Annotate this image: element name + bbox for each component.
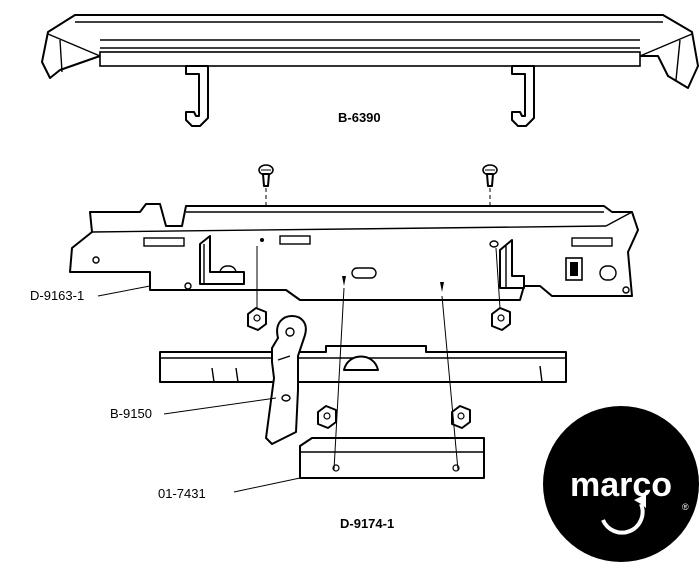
logo-text: marco [570, 466, 672, 504]
align-line-right [495, 247, 501, 309]
leader-d9163-1 [97, 285, 151, 297]
marco-logo: marco ® [543, 406, 699, 562]
label-d9163-1: D-9163-1 [30, 288, 84, 303]
label-b6390: B-6390 [338, 110, 381, 125]
nut-right [491, 307, 511, 331]
lever-b9150 [265, 315, 307, 445]
top-bracket-b6390 [41, 14, 699, 127]
leader-b9150 [163, 397, 277, 415]
nut-lower-right [451, 405, 471, 429]
label-d9174-1: D-9174-1 [340, 516, 394, 531]
main-plate-d9163-1 [69, 203, 639, 301]
nut-left [247, 307, 267, 331]
label-b9150: B-9150 [110, 406, 152, 421]
nut-lower-left [317, 405, 337, 429]
leader-01-7431 [233, 477, 301, 493]
align-line-lower-right [441, 295, 459, 471]
align-line-lower-left [333, 287, 345, 471]
logo-trademark: ® [682, 502, 689, 512]
label-01-7431: 01-7431 [158, 486, 206, 501]
screw-left [258, 164, 274, 222]
cross-bar [159, 345, 567, 383]
block-01-7431 [299, 437, 485, 479]
